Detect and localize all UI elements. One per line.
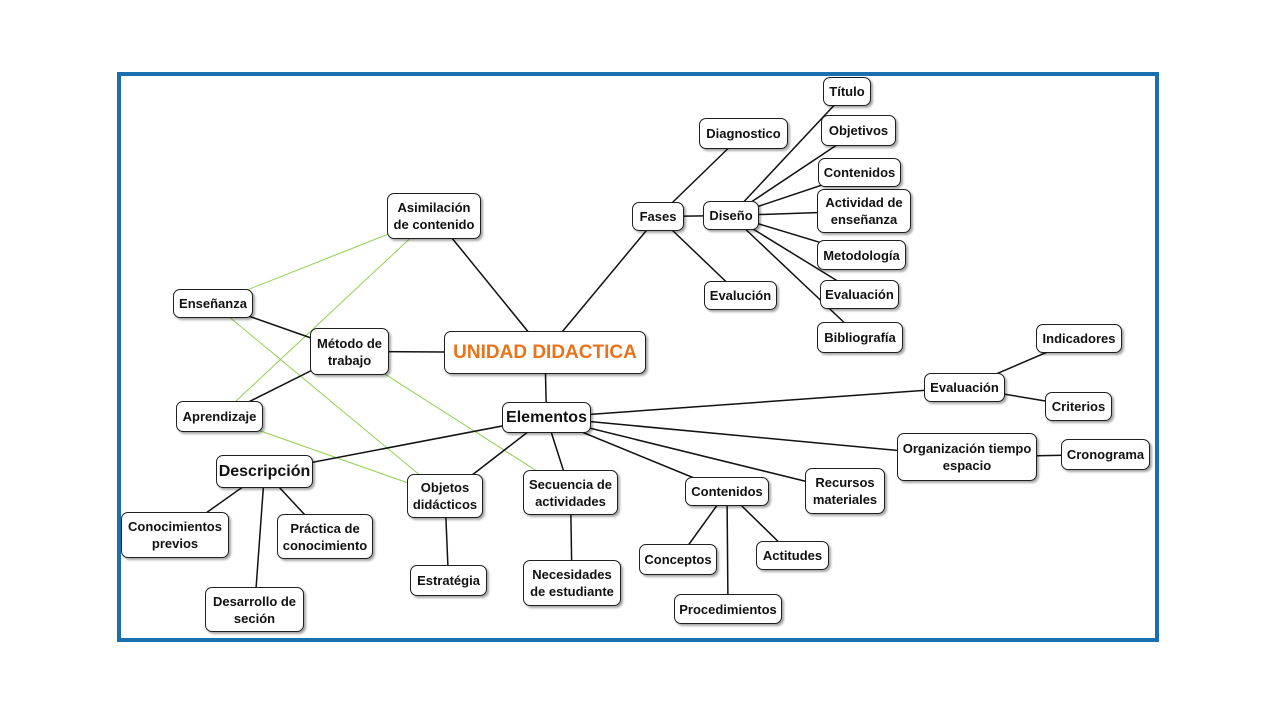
node-metodologia: Metodología — [817, 240, 906, 270]
connector-root-fases — [544, 216, 659, 353]
node-recursos-materiales: Recursos materiales — [805, 468, 885, 514]
node-objetivos: Objetivos — [821, 115, 896, 146]
node-necesidades-estudiante: Necesidades de estudiante — [523, 560, 621, 606]
node-metodo-trabajo: Método de trabajo — [310, 328, 389, 375]
node-fases: Fases — [632, 202, 684, 231]
node-objetos-didacticos: Objetos didácticos — [407, 474, 483, 518]
node-practica-conocimiento: Práctica de conocimiento — [277, 514, 373, 559]
node-contenidos-elementos: Contenidos — [685, 477, 769, 506]
node-asimilacion-contenido: Asimilación de contenido — [387, 193, 481, 239]
connector-elementos-recursos — [546, 416, 846, 492]
node-secuencia-actividades: Secuencia de actividades — [523, 470, 618, 515]
node-contenidos-diseno: Contenidos — [818, 158, 901, 187]
node-diseno: Diseño — [703, 201, 759, 230]
node-estrategia: Estratégia — [410, 565, 487, 596]
node-diagnostico: Diagnostico — [699, 118, 788, 149]
connector-elementos-organizacion — [546, 416, 968, 458]
node-criterios: Criterios — [1045, 392, 1112, 421]
node-indicadores: Indicadores — [1036, 324, 1122, 353]
node-titulo: Título — [823, 77, 871, 106]
node-evaluacion-fases: Evalución — [704, 281, 777, 310]
connector-descripcion-desarrollo — [253, 471, 266, 610]
root-node-unidad-didactica: UNIDAD DIDACTICA — [444, 331, 646, 374]
node-ensenanza: Enseñanza — [173, 289, 253, 318]
node-desarrollo-secion: Desarrollo de seción — [205, 587, 304, 632]
cross-connector-ensenanza-objetos — [212, 303, 446, 497]
node-cronograma: Cronograma — [1061, 439, 1150, 470]
node-conceptos: Conceptos — [639, 544, 717, 575]
node-descripcion: Descripción — [216, 455, 313, 488]
cross-connector-metodo_trabajo-secuencia — [349, 351, 571, 493]
connector-elementos-evaluacion_elem — [546, 386, 965, 419]
node-aprendizaje: Aprendizaje — [176, 401, 263, 432]
node-conocimientos-previos: Conocimientos previos — [121, 512, 229, 558]
node-actividad-ensenanza: Actividad de enseñanza — [817, 189, 911, 233]
connector-diseno-bibliografia — [730, 214, 861, 339]
node-bibliografia: Bibliografía — [817, 322, 903, 353]
node-evaluacion-elementos: Evaluación — [924, 373, 1005, 402]
node-elementos: Elementos — [502, 402, 591, 433]
node-procedimientos: Procedimientos — [674, 594, 782, 624]
node-organizacion-tiempo-espacio: Organización tiempo espacio — [897, 433, 1037, 481]
node-actitudes: Actitudes — [756, 541, 829, 570]
node-evaluacion-diseno: Evaluación — [820, 280, 899, 309]
cross-connector-aprendizaje-asimilacion — [219, 215, 435, 417]
connector-diseno-titulo — [730, 90, 848, 217]
connector-contenidos_elem-procedimientos — [726, 491, 729, 610]
